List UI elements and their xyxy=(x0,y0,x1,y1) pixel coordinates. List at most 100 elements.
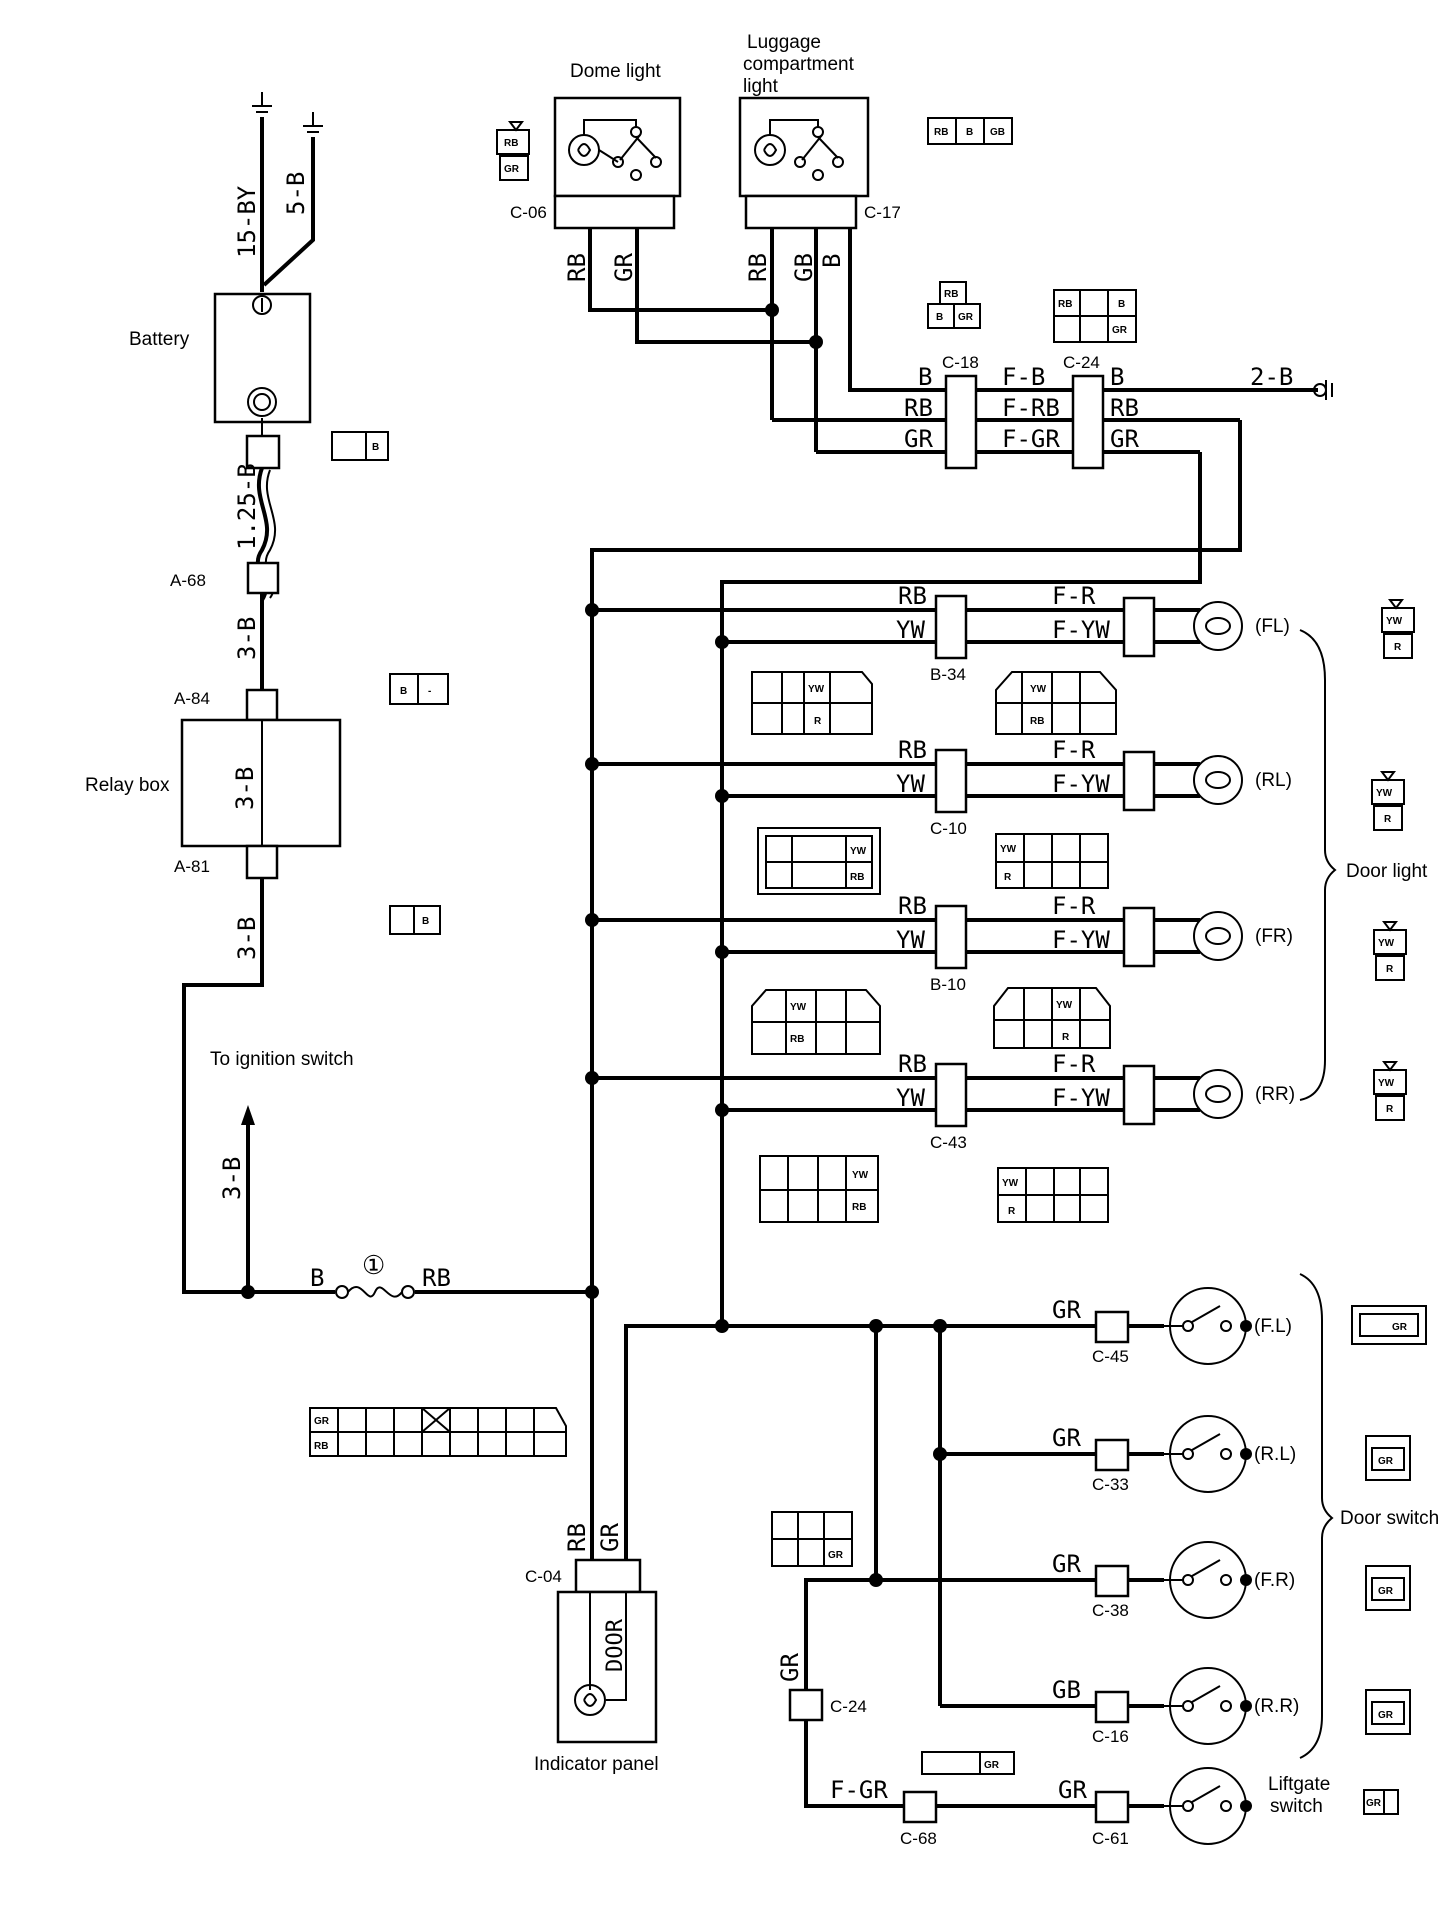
svg-text:GR: GR xyxy=(1366,1798,1382,1809)
wire-label: GR xyxy=(1052,1424,1081,1452)
connector-face-icon: YW R xyxy=(1373,921,1407,981)
svg-text:YW: YW xyxy=(1000,844,1017,855)
connector-a68 xyxy=(246,561,280,595)
battery xyxy=(213,292,312,424)
lamp-icon xyxy=(574,1684,606,1716)
svg-text:GR: GR xyxy=(1392,1322,1408,1333)
connector xyxy=(245,434,281,470)
svg-text:YW: YW xyxy=(1378,1078,1395,1089)
svg-text:GR: GR xyxy=(1378,1456,1394,1467)
connector-id: C-38 xyxy=(1092,1601,1129,1620)
connector-a84 xyxy=(245,688,279,722)
svg-text:B: B xyxy=(936,312,943,323)
liftgate-switch-icon xyxy=(1164,1767,1247,1845)
svg-text:GR: GR xyxy=(1378,1586,1394,1597)
door-light-brace xyxy=(1299,629,1337,1101)
junction-dot xyxy=(715,635,729,649)
connector-face-icon: RB GR xyxy=(496,121,530,181)
connector-c43 xyxy=(934,1062,968,1128)
wire-label: RB xyxy=(904,394,933,422)
connector-c24 xyxy=(1071,374,1105,470)
connector xyxy=(1122,1064,1156,1126)
connector-face-icon: GR xyxy=(1365,1435,1411,1481)
svg-text:YW: YW xyxy=(808,684,825,695)
svg-text:RB: RB xyxy=(1058,299,1072,310)
svg-text:GR: GR xyxy=(1378,1710,1394,1721)
wire-label: 3-B xyxy=(233,617,261,660)
position-label: (F.L) xyxy=(1254,1316,1292,1337)
ground-icon xyxy=(252,92,272,119)
connector-b34 xyxy=(934,594,968,660)
dome-light xyxy=(553,96,682,198)
connector-a81 xyxy=(245,844,279,880)
connector-face-icon: YW R xyxy=(993,987,1111,1049)
wire-label: RB xyxy=(563,253,591,282)
wire-label: F-GR xyxy=(830,1776,888,1804)
connector-id: C-17 xyxy=(864,203,901,222)
connector-c61 xyxy=(1094,1790,1130,1824)
connector-id: C-24 xyxy=(830,1697,867,1716)
svg-text:R: R xyxy=(814,716,822,727)
wire-label: B xyxy=(1110,363,1124,391)
connector-id: C-45 xyxy=(1092,1347,1129,1366)
door-switch-label: Door switch xyxy=(1340,1508,1439,1529)
svg-text:YW: YW xyxy=(1378,938,1395,949)
svg-text:B: B xyxy=(372,442,379,453)
indicator-panel xyxy=(556,1590,658,1744)
door-lights: B-34 RB YW F-R F-YW (FL) C-10 RB YW F-R … xyxy=(585,582,1428,1152)
door-switch-icon xyxy=(1164,1667,1247,1745)
dome-light-label: Dome light xyxy=(570,61,662,82)
svg-text:YW: YW xyxy=(1030,684,1047,695)
wire-label: RB xyxy=(1110,394,1139,422)
connector xyxy=(1122,596,1156,658)
svg-text:RB: RB xyxy=(850,872,864,883)
connector xyxy=(1122,906,1156,968)
arrow-up-icon xyxy=(241,1105,255,1125)
lamp-icon xyxy=(1193,755,1243,805)
wire-label: F-GR xyxy=(1002,425,1060,453)
svg-text:B: B xyxy=(400,686,407,697)
wire-label: F-YW xyxy=(1052,770,1110,798)
connector-id: C-68 xyxy=(900,1829,937,1848)
position-label: (R.L) xyxy=(1254,1444,1296,1465)
junction-dot xyxy=(241,1285,255,1299)
wire-label: GR xyxy=(776,1653,804,1682)
connector-c06 xyxy=(553,194,676,230)
connector-face-icon: YW R xyxy=(1381,599,1415,659)
wire-label: YW xyxy=(896,616,925,644)
wire-label: GR xyxy=(1058,1776,1087,1804)
wire-label: RB xyxy=(898,582,927,610)
switch-icon xyxy=(612,126,662,181)
junction-dot xyxy=(585,603,599,617)
connector-face-icon: GR xyxy=(1365,1565,1411,1611)
liftgate-switch-label: Liftgate xyxy=(1268,1774,1330,1795)
connector-c17 xyxy=(744,194,858,230)
connector-face-icon: YW R xyxy=(995,833,1109,889)
svg-text:YW: YW xyxy=(1386,616,1403,627)
svg-text:RB: RB xyxy=(314,1441,328,1452)
connector-face-icon: GR xyxy=(771,1511,853,1567)
connector-id: C-61 xyxy=(1092,1829,1129,1848)
junction-dot xyxy=(869,1573,883,1587)
door-switch-brace xyxy=(1299,1273,1334,1759)
door-switch-icon xyxy=(1164,1415,1247,1493)
indicator-door-text: DOOR xyxy=(603,1618,628,1672)
connector-faces: RB GR RB B GB RB B GR RB B xyxy=(309,117,1427,1815)
svg-text:R: R xyxy=(1386,1104,1394,1115)
wire-label: GB xyxy=(1052,1676,1081,1704)
connector-face-icon: YW R xyxy=(1373,1061,1407,1121)
connector-id: C-24 xyxy=(1063,353,1100,372)
wire-label: RB xyxy=(898,1050,927,1078)
connector-id: C-16 xyxy=(1092,1727,1129,1746)
wire-label: GR xyxy=(1110,425,1139,453)
wire-label: GR xyxy=(610,253,638,282)
position-label: (FL) xyxy=(1255,616,1290,637)
connector-face-icon: YW R xyxy=(1371,771,1405,831)
connector-face-icon: RB B GR xyxy=(927,281,981,329)
svg-text:GR: GR xyxy=(984,1760,1000,1771)
fuse xyxy=(335,1284,415,1300)
wire-label: 1.25-B xyxy=(233,463,261,550)
connector-face-icon: YW RB xyxy=(995,671,1117,735)
svg-text:B: B xyxy=(422,916,429,927)
wire-label: F-B xyxy=(1002,363,1045,391)
